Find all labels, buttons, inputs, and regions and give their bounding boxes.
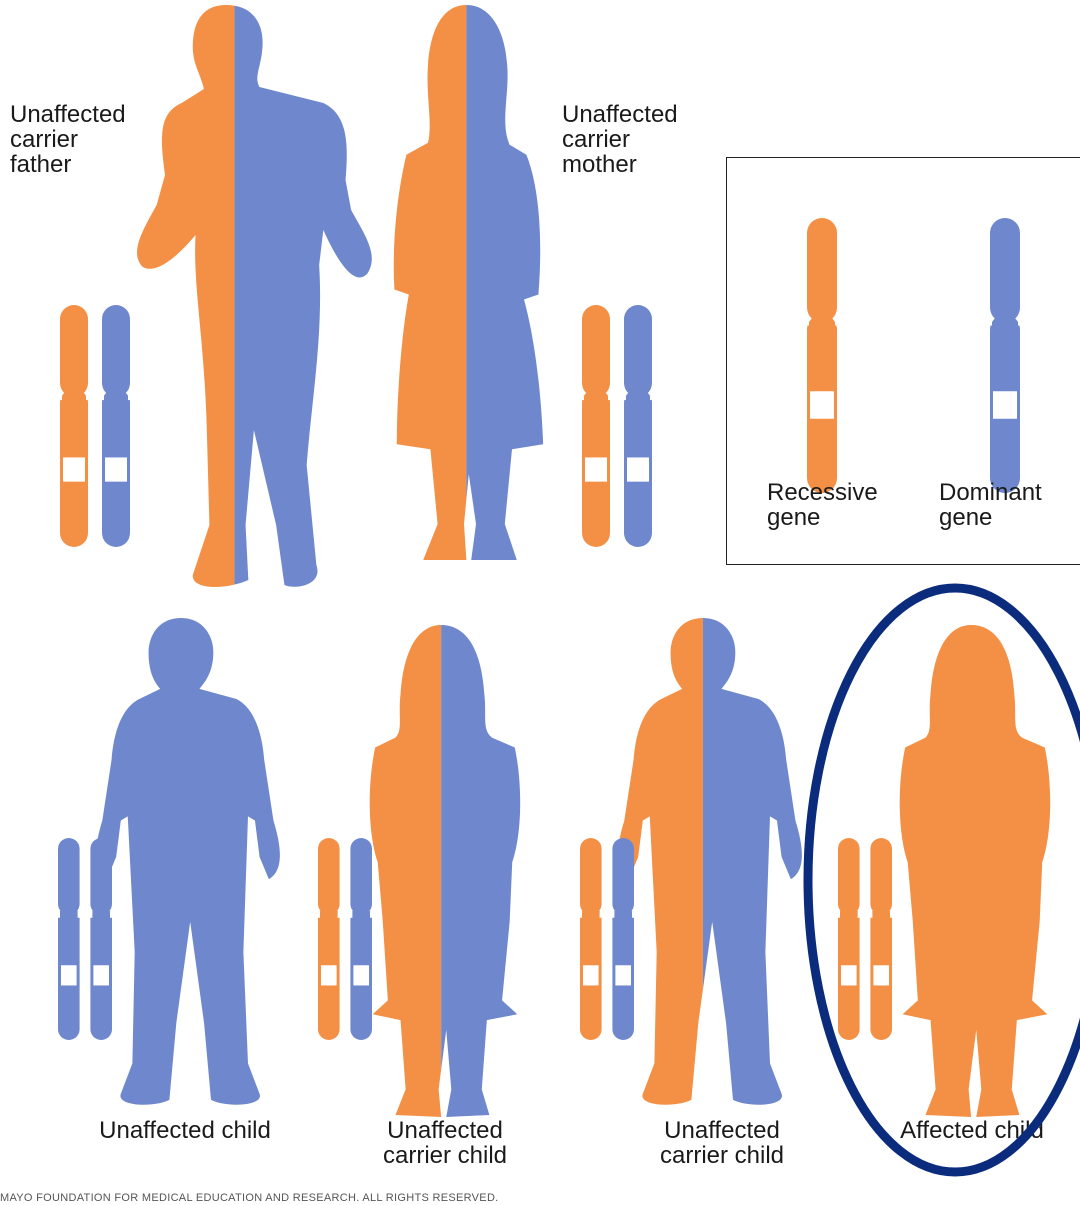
mother-left-half: [380, 5, 466, 564]
child-3-silhouette: [622, 618, 807, 1110]
child-2-chromosomes: [318, 838, 372, 1040]
chromosome-recessive: [59, 305, 89, 547]
child-2-left-half: [365, 625, 441, 1119]
copyright-notice: MAYO FOUNDATION FOR MEDICAL EDUCATION AN…: [0, 1192, 499, 1204]
chromosome-dominant: [89, 838, 113, 1040]
chromosome-recessive: [806, 218, 838, 493]
chromosome-recessive-gene-band: [585, 457, 607, 481]
legend-recessive-chromosome: [807, 218, 837, 493]
chromosome-recessive-gene-band: [873, 965, 889, 985]
chromosome-recessive-gene-band: [810, 391, 834, 419]
father-left-half: [115, 5, 234, 595]
chromosome-recessive: [837, 838, 861, 1040]
child-4-label: Affected child: [862, 1118, 1080, 1143]
child-1-body: [88, 618, 296, 1114]
legend-dominant-chromosome: [990, 218, 1020, 493]
chromosome-recessive-gene-band: [583, 965, 599, 985]
chromosome-recessive: [869, 838, 893, 1040]
chromosome-recessive-gene-band: [63, 457, 85, 481]
mother-label: Unaffected carrier mother: [562, 102, 678, 177]
legend-recessive-label: Recessive gene: [767, 480, 878, 530]
chromosome-dominant: [623, 305, 653, 547]
child-4-silhouette: [895, 625, 1060, 1117]
chromosome-recessive: [581, 305, 611, 547]
chromosome-recessive: [579, 838, 603, 1040]
chromosome-recessive: [317, 838, 341, 1040]
child-1-chromosomes: [58, 838, 112, 1040]
chromosome-dominant: [57, 838, 81, 1040]
chromosome-dominant: [611, 838, 635, 1040]
mother-silhouette: [380, 5, 560, 560]
child-4-body: [895, 625, 1060, 1119]
chromosome-dominant: [349, 838, 373, 1040]
chromosome-recessive-gene-band: [841, 965, 857, 985]
chromosome-dominant: [101, 305, 131, 547]
chromosome-dominant-gene-band: [61, 965, 77, 985]
child-3-right-half: [703, 618, 819, 1114]
child-4-chromosomes: [838, 838, 892, 1040]
chromosome-dominant-gene-band: [93, 965, 109, 985]
father-label: Unaffected carrier father: [10, 102, 126, 177]
mother-right-half: [466, 5, 562, 564]
child-3-chromosomes: [580, 838, 634, 1040]
child-3-label: Unaffected carrier child: [612, 1118, 832, 1168]
father-right-half: [234, 5, 373, 595]
father-silhouette: [115, 5, 365, 585]
chromosome-dominant-gene-band: [353, 965, 369, 985]
mother-chromosomes: [582, 305, 652, 547]
chromosome-dominant-gene-band: [105, 457, 127, 481]
child-1-silhouette: [100, 618, 285, 1110]
legend-dominant-label: Dominant gene: [939, 480, 1042, 530]
child-2-label: Unaffected carrier child: [335, 1118, 555, 1168]
chromosome-dominant: [989, 218, 1021, 493]
chromosome-dominant-gene-band: [615, 965, 631, 985]
chromosome-recessive-gene-band: [321, 965, 337, 985]
child-2-right-half: [441, 625, 530, 1119]
child-2-silhouette: [365, 625, 530, 1117]
child-1-label: Unaffected child: [75, 1118, 295, 1143]
chromosome-dominant-gene-band: [627, 457, 649, 481]
legend-box: Recessive gene Dominant gene: [726, 157, 1080, 565]
chromosome-dominant-gene-band: [993, 391, 1017, 419]
father-chromosomes: [60, 305, 130, 547]
